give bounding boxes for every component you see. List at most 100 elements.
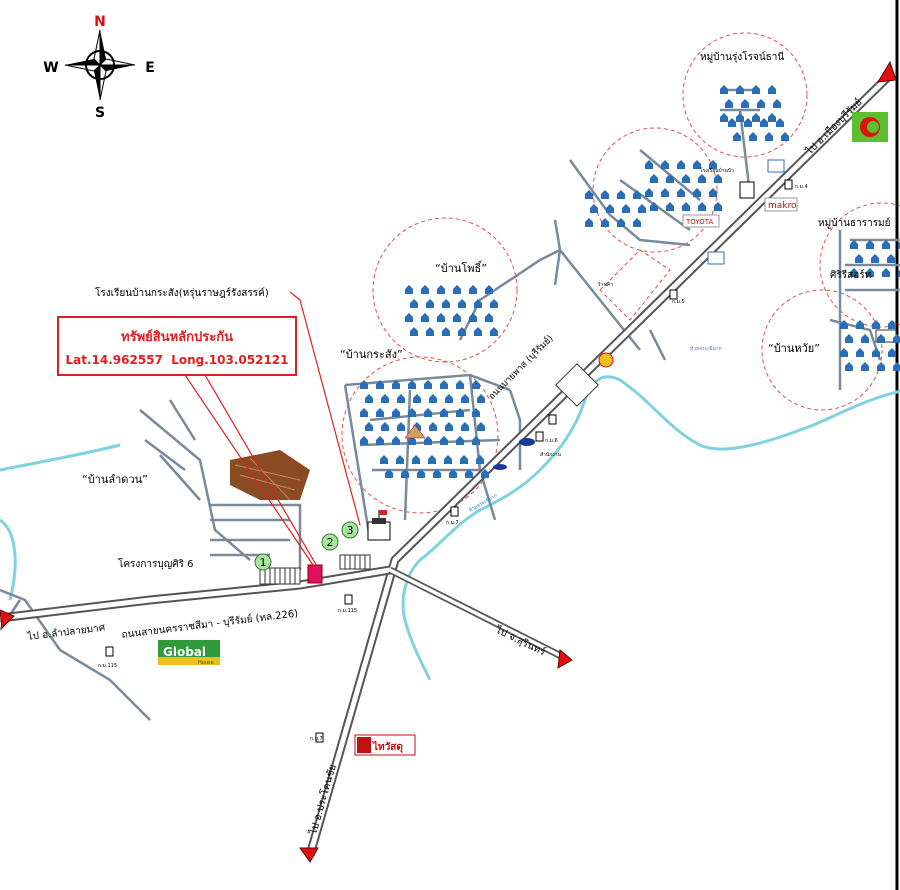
house-icon [424,380,432,389]
callout-title: ทรัพย์สินหลักประกัน [121,330,233,345]
house-icon [840,348,848,357]
house-icon [638,204,646,213]
house-icon [380,455,388,464]
marker-1: 1 [260,556,267,569]
house-icon [481,469,489,478]
label-km115-a: ก.ม.115 [98,663,117,669]
house-icon [405,313,413,322]
house-icon [385,469,393,478]
house-icon [866,240,874,249]
house-icon [888,348,896,357]
house-icon [744,118,752,127]
house-icon [585,190,593,199]
house-icon [855,254,863,263]
circle-rung-rot [682,32,808,158]
house-icon [417,469,425,478]
house-icon [456,380,464,389]
house-icon [861,362,869,371]
house-icon [429,394,437,403]
house-icon [456,408,464,417]
house-icon [768,113,776,122]
house-icon [845,362,853,371]
label-ban-krasang: “บ้านกระสัง” [340,348,403,361]
house-icon [405,285,413,294]
brand-toyota: TOYOTA [682,214,720,228]
property-parcel [307,564,323,584]
house-icon [474,327,482,336]
house-icon [850,268,858,277]
house-icon [444,455,452,464]
village-circles [341,32,900,514]
house-icon [392,436,400,445]
house-icon [698,174,706,183]
house-icon [893,334,900,343]
house-icon [365,422,373,431]
river-left-top [0,443,121,472]
compass-north: N [94,14,106,30]
main-roads [0,71,894,857]
numbered-markers: 1 2 3 [254,521,359,571]
house-icon [781,132,789,141]
house-icon [408,380,416,389]
house-icon [845,334,853,343]
dashed-parcel [599,249,671,321]
house-icon [601,218,609,227]
label-river: ห้วยจระเข้มาก [690,345,722,352]
mazda-logo-icon [767,159,785,173]
house-icon [469,285,477,294]
house-icon [693,188,701,197]
label-srisamrong: ศิริรีสอร์ท [830,269,871,281]
house-icon [698,202,706,211]
house-icon [601,190,609,199]
road-labels: ถนนสายนครราชสีมา - บุรีรัมย์ (ทล.226) ถน… [26,96,865,837]
house-icon [440,408,448,417]
house-icon [476,455,484,464]
house-icon [433,469,441,478]
house-icon [736,85,744,94]
school-icon [367,510,391,541]
house-icon [426,299,434,308]
house-icon [461,422,469,431]
km-stone-icons [105,179,793,743]
house-icon [872,320,880,329]
house-icon [856,320,864,329]
house-icon [650,174,658,183]
label-bypass-road: ถนนบายพาส (บุรีรัมย์) [486,332,556,402]
house-clusters [360,85,900,478]
label-ban-lamduan: “บ้านลำดวน” [82,473,148,486]
house-icon [720,85,728,94]
house-icon [714,202,722,211]
river-left-mid [0,518,17,601]
house-icon [360,408,368,417]
house-icon [650,202,658,211]
house-icon [376,408,384,417]
house-icon [633,218,641,227]
brand-global-house: Global House [158,640,220,666]
house-icon [776,118,784,127]
house-icon [472,408,480,417]
house-icon [485,313,493,322]
label-ban-pho: “บ้านโพธิ์” [435,260,487,275]
circle-ban-pho [372,217,518,363]
shell-station-icon [598,352,614,368]
house-icon [760,118,768,127]
house-icon [661,188,669,197]
house-icon [490,327,498,336]
ford-logo-icon [519,438,535,446]
label-shop-small: ร้านค้า [598,281,614,288]
house-icon [877,334,885,343]
house-icon [773,99,781,108]
house-icon [633,190,641,199]
house-icon [768,85,776,94]
house-icon [397,394,405,403]
house-icon [474,299,482,308]
house-icon [677,188,685,197]
callout-coords: Lat.14.962557 Long.103.052121 [65,353,289,367]
thaiwatsadu-logo-text: ไทวัสดุ [372,740,403,753]
house-icon [453,313,461,322]
house-icon [472,436,480,445]
label-school-small: โรงเรียนบ้านบัว [700,167,734,174]
house-icon [421,285,429,294]
house-icon [456,436,464,445]
